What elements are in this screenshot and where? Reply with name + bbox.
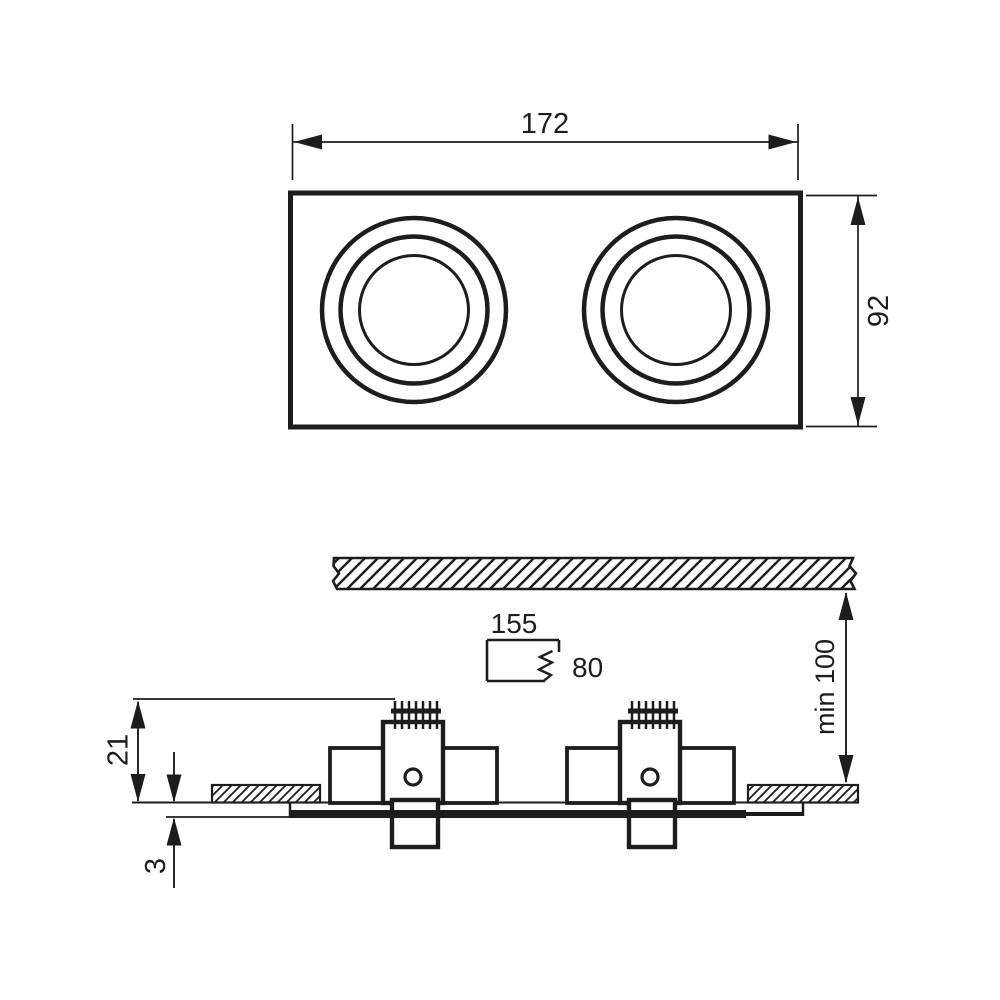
height-dimension-label: 92 xyxy=(863,295,895,327)
fixture-frame-outline xyxy=(288,190,803,430)
arrowhead-down xyxy=(166,774,182,803)
pivot-screw xyxy=(403,767,423,787)
trim-face-bar-tail xyxy=(746,812,803,816)
arrowhead-down xyxy=(130,774,146,802)
pivot-screw xyxy=(640,767,660,787)
arrowhead-down xyxy=(838,755,854,783)
ceiling-board-left xyxy=(210,783,322,804)
lamp-housing xyxy=(380,719,446,806)
above-ceiling-label: 21 xyxy=(103,734,135,766)
cutout-length-label: 155 xyxy=(491,608,538,639)
side-bracket-left xyxy=(565,746,622,805)
side-bracket-right xyxy=(678,746,736,805)
section-view: min 100 155 80 xyxy=(103,556,860,888)
arrowhead-up xyxy=(838,592,854,620)
dimension-trim-thickness: 3 xyxy=(140,752,182,888)
trim-face-bar xyxy=(290,810,746,818)
arrowhead-left xyxy=(294,134,322,150)
structural-ceiling-slab xyxy=(331,556,858,591)
side-bracket-left xyxy=(328,746,385,805)
dimension-min-depth: min 100 xyxy=(810,592,854,783)
side-bracket-right xyxy=(441,746,499,805)
ceiling-board-right xyxy=(746,783,860,804)
width-dimension-label: 172 xyxy=(521,108,569,140)
dimension-height: 92 xyxy=(806,194,895,428)
dimension-width: 172 xyxy=(291,108,799,180)
arrowhead-up xyxy=(850,197,866,225)
dimension-above-ceiling: 21 xyxy=(103,698,395,802)
arrowhead-down xyxy=(850,397,866,425)
torn-edge xyxy=(536,649,555,682)
arrowhead-right xyxy=(768,134,797,150)
retaining-spring xyxy=(391,701,441,729)
top-view: 172 92 xyxy=(288,108,895,430)
left-lamp-rings xyxy=(319,215,509,405)
retaining-spring xyxy=(628,701,678,729)
cutout-detail: 155 80 xyxy=(485,608,603,683)
right-middle-ring xyxy=(600,234,752,386)
arrowhead-up xyxy=(166,817,182,846)
lamp-stub xyxy=(389,797,441,850)
left-outer-ring xyxy=(319,215,509,405)
min-depth-label: min 100 xyxy=(810,639,840,735)
left-middle-ring xyxy=(338,234,490,386)
right-lamp-rings xyxy=(581,215,771,405)
lamp-module-right xyxy=(565,701,736,850)
lamp-module-left xyxy=(328,701,499,850)
lamp-stub xyxy=(626,797,678,850)
right-outer-ring xyxy=(581,215,771,405)
lamp-housing xyxy=(617,719,683,806)
arrowhead-up xyxy=(130,700,146,729)
cutout-width-label: 80 xyxy=(572,652,603,683)
right-inner-ring xyxy=(620,254,732,366)
trim-thickness-label: 3 xyxy=(140,858,172,874)
left-inner-ring xyxy=(358,254,470,366)
